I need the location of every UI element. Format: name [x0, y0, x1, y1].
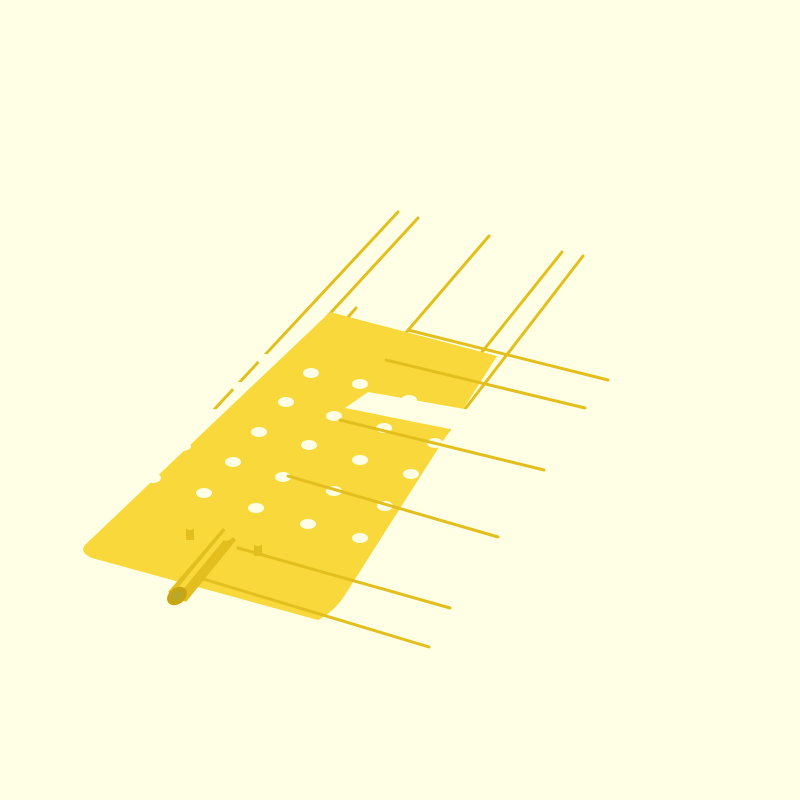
- peg-top: [254, 542, 262, 546]
- plate-hole: [196, 488, 212, 498]
- plate-hole: [205, 409, 221, 419]
- plate-hole: [232, 382, 248, 392]
- peg-body: [186, 528, 194, 540]
- plate-hole: [175, 441, 191, 451]
- pegs: [186, 526, 262, 556]
- peg: [186, 526, 194, 540]
- front-rod-1: [406, 328, 610, 382]
- front-rod-6: [198, 576, 431, 649]
- plate-hole: [257, 354, 273, 364]
- front-rod-4: [286, 474, 500, 539]
- peg-top: [186, 526, 194, 530]
- plate-hole: [251, 427, 267, 437]
- tube-bore: [171, 591, 183, 601]
- plate-slot: [345, 392, 470, 430]
- plate-hole: [451, 408, 465, 418]
- front-rod-3: [338, 418, 546, 472]
- front-rod-2: [384, 358, 587, 410]
- front-rod-5: [236, 546, 452, 610]
- plate-hole: [326, 411, 342, 421]
- plate-hole: [275, 472, 291, 482]
- cylindrical-tube: [167, 527, 236, 606]
- plate-hole: [303, 368, 319, 378]
- plate-hole: [352, 533, 368, 543]
- peg-body: [254, 544, 262, 556]
- plate-hole: [301, 440, 317, 450]
- plate-hole: [300, 519, 316, 529]
- front-rods: [198, 328, 610, 649]
- plate-slot-cutout: [345, 392, 470, 430]
- plate-hole: [278, 397, 294, 407]
- peg: [254, 542, 262, 556]
- back-rod-1: [208, 210, 400, 416]
- plate-hole: [352, 455, 368, 465]
- tube-top-cap: [222, 527, 236, 541]
- plate-hole: [401, 395, 417, 405]
- plate-hole: [145, 473, 161, 483]
- plate-hole: [352, 379, 368, 389]
- plate-hole: [225, 457, 241, 467]
- tube-highlight: [174, 529, 230, 596]
- plate-hole: [403, 469, 419, 479]
- plate-hole: [248, 503, 264, 513]
- perforated-plate: [83, 312, 497, 620]
